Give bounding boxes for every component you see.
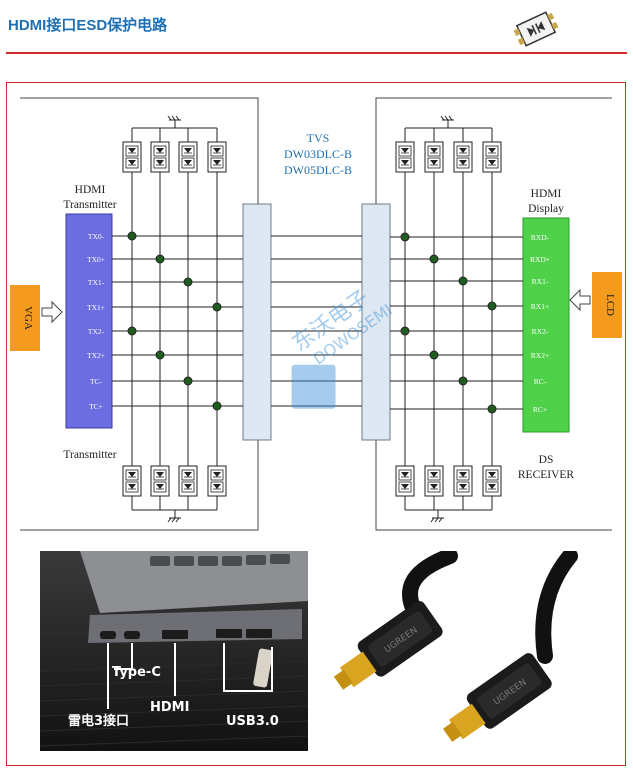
tx-pin-label: TX1-: [88, 278, 105, 287]
label-hdmi: HDMI: [150, 700, 189, 715]
tvs-bar-right: [361, 203, 391, 441]
vga-arrow: [41, 300, 63, 324]
ground-icon: [430, 510, 444, 523]
label-tb3: 雷电3接口: [68, 713, 129, 729]
part-a-label: DW03DLC-B: [284, 147, 352, 161]
label-typec: Type-C: [112, 665, 161, 680]
tx-connector-box: [65, 213, 113, 429]
tvs-diode: [424, 141, 444, 173]
rx-pin-label: RX2-: [532, 327, 549, 336]
tb3-port: [100, 631, 116, 639]
left-title-2: Transmitter: [63, 199, 116, 211]
junction-dot: [212, 401, 222, 411]
tvs-diode: [207, 141, 227, 173]
junction-dot: [183, 277, 193, 287]
junction-dot: [400, 326, 410, 336]
vga-label: VGA: [22, 306, 34, 330]
tvs-diode: [424, 465, 444, 497]
right-title-2: Display: [528, 203, 564, 215]
rx-pin-label: RC-: [534, 377, 547, 386]
usb-port-2: [246, 629, 272, 638]
lcd-label: LCD: [604, 294, 616, 316]
tvs-diode: [150, 465, 170, 497]
lcd-arrow: [569, 288, 591, 312]
ground-icon: [167, 510, 181, 523]
hdmi-port: [162, 630, 188, 639]
tvs-bar-left: [242, 203, 272, 441]
left-bottom-label: Transmitter: [63, 449, 116, 461]
tx-pin-label: TX2+: [87, 351, 105, 360]
junction-dot: [183, 376, 193, 386]
tvs-diode: [207, 465, 227, 497]
tvs-diode: [395, 465, 415, 497]
typec-port: [124, 631, 140, 639]
tx-pin-label: TX0-: [88, 232, 105, 241]
tvs-diode: [482, 465, 502, 497]
rx-pin-label: RX1-: [532, 277, 549, 286]
tvs-diode: [395, 141, 415, 173]
content-frame: [6, 82, 626, 766]
junction-dot: [458, 376, 468, 386]
rx-pin-label: RXD+: [530, 255, 550, 264]
tx-pin-label: TX2-: [88, 327, 105, 336]
tvs-diode: [178, 465, 198, 497]
tvs-diode: [453, 141, 473, 173]
tx-pin-label: TC-: [90, 377, 103, 386]
header-divider: [6, 52, 627, 54]
junction-dot: [212, 302, 222, 312]
usb-port-1: [216, 629, 242, 638]
tx-pin-label: TX0+: [87, 255, 105, 264]
laptop-ports-photo: Type-C HDMI 雷电3接口 USB3.0: [40, 551, 308, 751]
right-title-1: HDMI: [531, 188, 562, 200]
junction-dot: [127, 231, 137, 241]
tvs-diode: [122, 465, 142, 497]
tvs-diode: [178, 141, 198, 173]
rx-pin-label: RX1+: [531, 302, 549, 311]
right-bottom-1: DS: [539, 454, 554, 466]
junction-dot: [155, 254, 165, 264]
page-title: HDMI接口ESD保护电路: [8, 17, 168, 34]
junction-dot: [487, 404, 497, 414]
rx-pin-label: RC+: [533, 405, 547, 414]
tvs-label: TVS: [307, 131, 330, 145]
junction-dot: [400, 232, 410, 242]
tx-pin-label: TC+: [89, 402, 103, 411]
vga-box: [10, 285, 40, 351]
rx-connector-box: [522, 217, 570, 433]
watermark: 东沃电子 DOWOSEMI: [288, 286, 396, 409]
junction-dot: [155, 350, 165, 360]
left-title-1: HDMI: [75, 184, 106, 196]
tvs-diode: [122, 141, 142, 173]
rx-pin-label: RX2+: [531, 351, 549, 360]
lcd-box: [592, 272, 622, 338]
tvs-chip-icon: [513, 11, 559, 47]
tvs-diode: [453, 465, 473, 497]
junction-dot: [429, 350, 439, 360]
rx-pin-label: RXD-: [531, 233, 550, 242]
part-b-label: DW05DLC-B: [284, 163, 352, 177]
esd-circuit-diagram: TX0- TX0+ TX1- TX1+ TX2- TX2+ TC- TC+ RXD- RXD+ RX…: [10, 97, 622, 531]
junction-dot: [127, 326, 137, 336]
right-bottom-2: RECEIVER: [518, 469, 575, 481]
label-usb: USB3.0: [226, 714, 279, 729]
junction-dot: [458, 276, 468, 286]
junction-dot: [429, 254, 439, 264]
tvs-diode: [482, 141, 502, 173]
ground-icon: [440, 115, 454, 128]
tvs-diode: [150, 141, 170, 173]
ground-icon: [167, 115, 181, 128]
tx-pin-label: TX1+: [87, 303, 105, 312]
hdmi-cable-photo: UGREEN UGREEN: [330, 551, 612, 751]
junction-dot: [487, 301, 497, 311]
